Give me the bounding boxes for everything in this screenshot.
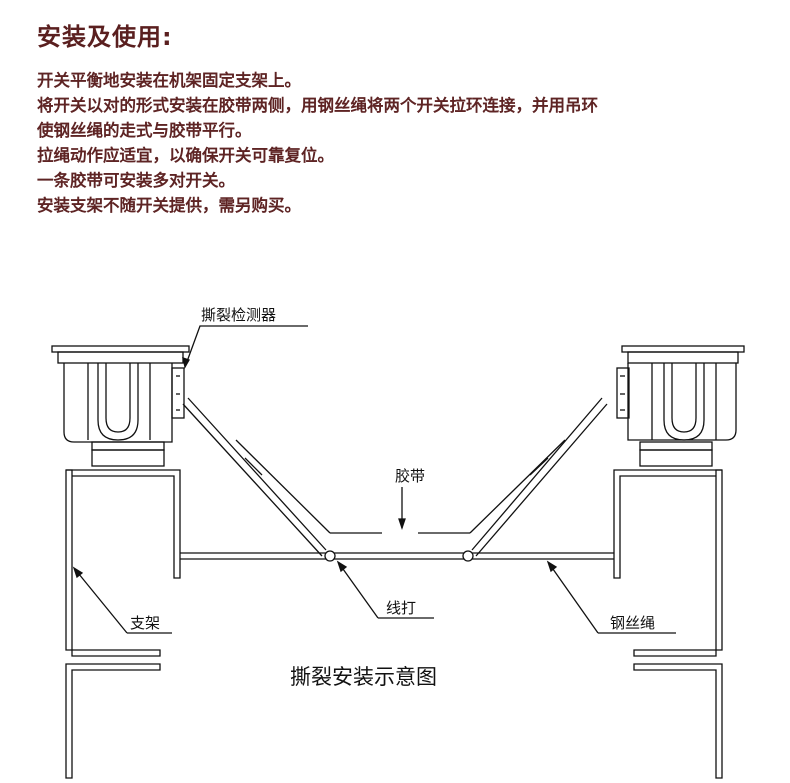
right-bracket (613, 469, 723, 779)
label-bracket: 支架 (130, 614, 160, 632)
instruction-line: 开关平衡地安装在机架固定支架上。 (37, 71, 301, 90)
leader-lines (72, 325, 676, 634)
wire-rope (180, 397, 614, 562)
instruction-list: 开关平衡地安装在机架固定支架上。 将开关以对的形式安装在胶带两侧，用钢丝绳将两个… (37, 68, 777, 218)
instruction-line: 拉绳动作应适宜，以确保开关可靠复位。 (37, 146, 334, 165)
diagram-caption: 撕裂安装示意图 (290, 665, 437, 689)
right-tear-detector (616, 345, 745, 467)
section-heading: 安装及使用: (37, 23, 173, 51)
label-wire-rope: 钢丝绳 (610, 614, 655, 632)
instruction-line: 一条胶带可安装多对开关。 (37, 171, 235, 190)
instruction-line: 安装支架不随开关提供，需另购买。 (37, 196, 301, 215)
instruction-line: 将开关以对的形式安装在胶带两侧，用钢丝绳将两个开关拉环连接，并用吊环 (37, 96, 598, 115)
left-tear-detector (51, 345, 190, 467)
label-detector: 撕裂检测器 (201, 306, 276, 324)
left-bracket (65, 469, 181, 779)
label-belt: 胶带 (395, 467, 425, 485)
label-clamp: 线打 (386, 599, 416, 617)
instruction-line: 使钢丝绳的走式与胶带平行。 (37, 121, 252, 140)
conveyor-belt (235, 439, 566, 534)
right-rope-clamp (462, 550, 474, 562)
left-rope-clamp (324, 550, 336, 562)
